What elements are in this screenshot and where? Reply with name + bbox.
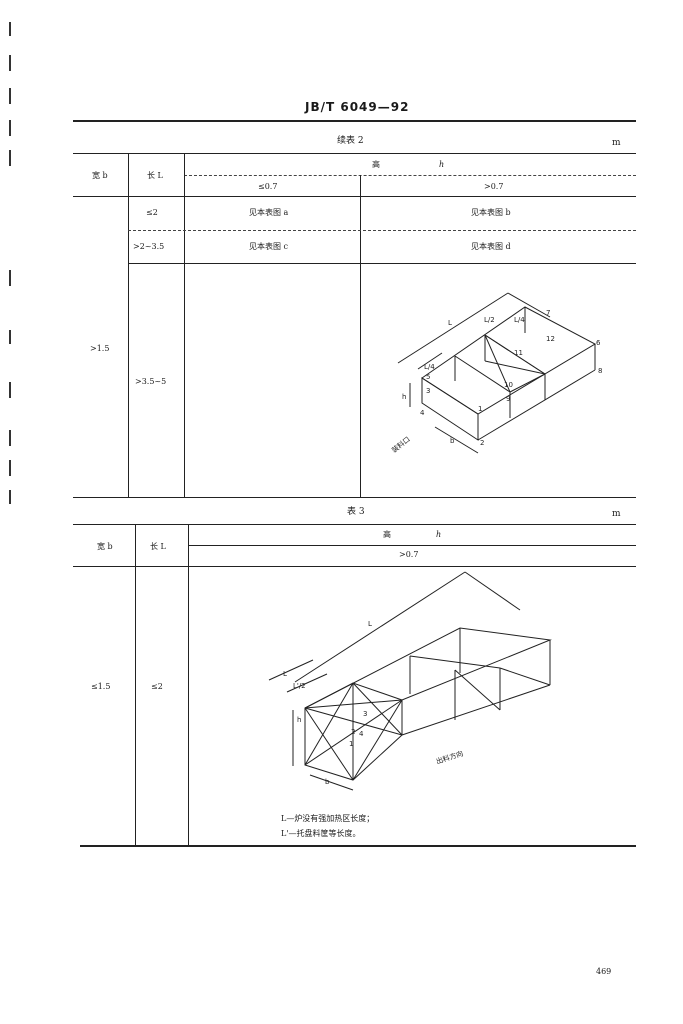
figure-d-point-5: 5 xyxy=(426,373,430,381)
binding-mark xyxy=(9,22,11,36)
table-cont-row-rule xyxy=(128,230,636,231)
table3-bottom-rule xyxy=(80,845,636,847)
note-1: L—炉没有强加热区长度； xyxy=(281,814,375,823)
table3-title: 表 3 xyxy=(347,507,365,517)
figure-d-point-12: 12 xyxy=(546,335,555,343)
table-cont-bottom-rule xyxy=(73,497,636,498)
figure3-label-h: h xyxy=(297,716,301,724)
table3-height-gt: >0.7 xyxy=(399,550,419,559)
figure3-direction: 出料方向 xyxy=(435,749,464,766)
figure-table3-diagram: L L L'/2 h b 出料方向 1 2 3 4 xyxy=(268,571,552,791)
table3-unit: m xyxy=(612,509,621,519)
figure-d-diagram: L L/2 L/4 L/4 h b 装料口 1 2 3 4 5 6 7 8 9 … xyxy=(390,292,602,455)
header-rule xyxy=(73,120,636,122)
figure-d-point-3: 3 xyxy=(426,387,430,395)
binding-mark xyxy=(9,120,11,136)
figure3-label-L: L xyxy=(368,620,372,628)
figure-d-point-7: 7 xyxy=(546,309,550,317)
table-cont-row2-length: >2~3.5 xyxy=(133,242,165,251)
table-cont-row2-fig-c: 见本表图 c xyxy=(249,242,289,251)
figure-d-direction: 装料口 xyxy=(390,435,412,455)
table3-length-value: ≤2 xyxy=(151,682,163,691)
table3-col-divider xyxy=(135,524,136,846)
table-cont-row2-fig-d: 见本表图 d xyxy=(471,242,511,251)
table3-col-divider xyxy=(188,524,189,846)
figure3-point-2: 2 xyxy=(351,728,355,736)
table-cont-unit: m xyxy=(612,138,621,148)
figure3-label-Lsub: L xyxy=(283,670,287,678)
figure-d-label-b: b xyxy=(450,437,455,445)
table-cont-header-height-symbol: h xyxy=(439,160,445,169)
table-cont-header-width: 宽 b xyxy=(92,171,108,180)
table-cont-row1-fig-b: 见本表图 b xyxy=(471,208,511,217)
figure-d-label-L: L xyxy=(448,319,452,327)
table-cont-title: 续表 2 xyxy=(337,136,364,146)
table-cont-height-split-rule xyxy=(184,175,636,176)
note-2: L'—托盘料筐等长度。 xyxy=(281,829,361,838)
table-cont-row3-length: >3.5~5 xyxy=(135,377,167,386)
figure-d-point-11: 11 xyxy=(514,349,523,357)
figure3-point-3: 3 xyxy=(363,710,367,718)
figure-d-point-2: 2 xyxy=(480,439,484,447)
figure-d-point-1: 1 xyxy=(478,405,482,413)
table-cont-col-divider xyxy=(360,175,361,497)
table3-header-width: 宽 b xyxy=(97,542,113,551)
figure3-label-L2: L'/2 xyxy=(293,682,306,690)
figure3-point-4: 4 xyxy=(359,730,364,738)
binding-mark xyxy=(9,460,11,476)
binding-mark xyxy=(9,490,11,504)
figure3-label-b: b xyxy=(325,778,330,786)
figure-d-point-9: 9 xyxy=(506,395,510,403)
table-cont-width-value: >1.5 xyxy=(90,344,110,353)
table-cont-header-bottom-rule xyxy=(73,196,636,197)
table-cont-col-divider xyxy=(184,153,185,497)
page-number: 469 xyxy=(596,967,612,976)
figure-d-point-4: 4 xyxy=(420,409,425,417)
binding-mark xyxy=(9,88,11,104)
figure-d-label-L4-right: L/4 xyxy=(514,316,525,324)
table-cont-height-le: ≤0.7 xyxy=(258,182,278,191)
table-cont-row1-length: ≤2 xyxy=(146,208,158,217)
binding-mark xyxy=(9,55,11,71)
table-cont-top-rule xyxy=(73,153,636,154)
figure-d-point-6: 6 xyxy=(596,339,601,347)
figure3-point-1: 1 xyxy=(349,740,353,748)
table3-height-split-rule xyxy=(188,545,636,546)
table-cont-col-divider xyxy=(128,153,129,497)
table3-header-height: 高 xyxy=(383,530,391,539)
table-cont-row1-fig-a: 见本表图 a xyxy=(249,208,289,217)
table3-top-rule xyxy=(73,524,636,525)
figure-d-label-h: h xyxy=(402,393,406,401)
table3-width-value: ≤1.5 xyxy=(91,682,111,691)
table3-header-bottom-rule xyxy=(73,566,636,567)
figure-d-point-10: 10 xyxy=(504,381,513,389)
binding-mark xyxy=(9,430,11,446)
table-cont-row-rule xyxy=(128,263,636,264)
table3-header-height-symbol: h xyxy=(436,530,442,539)
figure-d-point-8: 8 xyxy=(598,367,602,375)
figure-d-label-L2: L/2 xyxy=(484,316,495,324)
binding-mark xyxy=(9,330,11,344)
table-cont-header-height: 高 xyxy=(372,160,380,169)
standard-number: JB/T 6049—92 xyxy=(305,100,410,114)
binding-mark xyxy=(9,382,11,398)
table-cont-header-length: 长 L xyxy=(147,171,163,180)
figure-d-label-L4-left: L/4 xyxy=(424,363,435,371)
binding-mark xyxy=(9,270,11,286)
table-cont-height-gt: >0.7 xyxy=(484,182,504,191)
table3-header-length: 长 L xyxy=(150,542,166,551)
binding-mark xyxy=(9,150,11,166)
